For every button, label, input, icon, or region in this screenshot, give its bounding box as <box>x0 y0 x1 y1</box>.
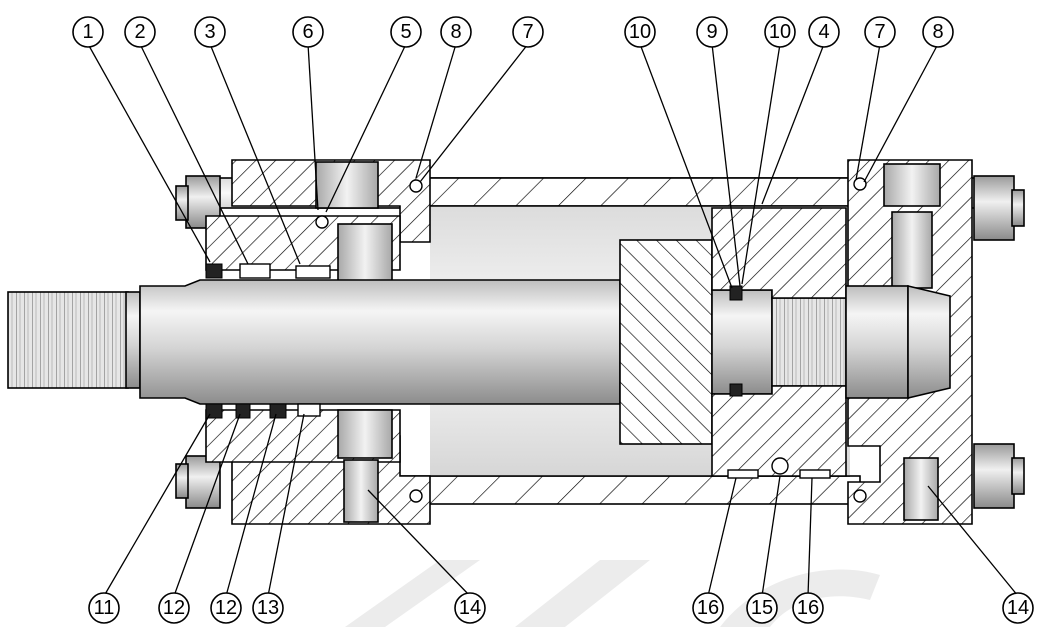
cushion-needle-rear <box>903 457 939 521</box>
cushion-needle-front <box>343 459 379 523</box>
svg-text:14: 14 <box>1007 597 1029 619</box>
svg-text:12: 12 <box>215 597 237 619</box>
callout-14a: 14 <box>454 592 486 624</box>
svg-text:13: 13 <box>257 597 279 619</box>
svg-text:11: 11 <box>94 597 115 619</box>
callout-16a: 16 <box>692 592 724 624</box>
callout-10a: 10 <box>624 16 656 48</box>
svg-text:15: 15 <box>751 597 773 619</box>
callout-8b: 8 <box>922 16 954 48</box>
svg-text:7: 7 <box>874 21 885 43</box>
svg-text:3: 3 <box>204 21 215 43</box>
svg-text:7: 7 <box>522 21 533 43</box>
svg-text:16: 16 <box>697 597 719 619</box>
callout-6: 6 <box>292 16 324 48</box>
callout-11: 11 <box>88 592 120 624</box>
callout-7b: 7 <box>864 16 896 48</box>
callout-12b: 12 <box>210 592 242 624</box>
svg-text:14: 14 <box>459 597 481 619</box>
piston-rod <box>7 239 847 445</box>
svg-text:16: 16 <box>797 597 819 619</box>
svg-text:1: 1 <box>82 21 93 43</box>
svg-text:10: 10 <box>769 21 791 43</box>
svg-text:10: 10 <box>629 21 651 43</box>
callouts-top: 1 2 3 6 5 8 7 10 9 10 4 7 8 <box>72 16 954 48</box>
callout-12a: 12 <box>158 592 190 624</box>
callout-9: 9 <box>696 16 728 48</box>
callout-13: 13 <box>252 592 284 624</box>
callout-14b: 14 <box>1002 592 1034 624</box>
seal-markers <box>205 177 867 503</box>
piston <box>711 207 951 477</box>
svg-text:12: 12 <box>163 597 185 619</box>
callout-10b: 10 <box>764 16 796 48</box>
svg-text:2: 2 <box>134 21 145 43</box>
callout-15: 15 <box>746 592 778 624</box>
svg-text:9: 9 <box>706 21 717 43</box>
callout-2: 2 <box>124 16 156 48</box>
callout-7a: 7 <box>512 16 544 48</box>
tie-rod-nut-right-top <box>973 175 1025 241</box>
front-head <box>205 159 431 525</box>
svg-text:8: 8 <box>932 21 943 43</box>
svg-text:5: 5 <box>400 21 411 43</box>
callout-8a: 8 <box>440 16 472 48</box>
callout-5: 5 <box>390 16 422 48</box>
svg-text:6: 6 <box>302 21 313 43</box>
svg-text:8: 8 <box>450 21 461 43</box>
tie-rod-nut-left-bottom <box>175 455 221 509</box>
tie-rod-nut-right-bottom <box>973 443 1025 509</box>
callout-4: 4 <box>808 16 840 48</box>
callout-3: 3 <box>194 16 226 48</box>
callout-16b: 16 <box>792 592 824 624</box>
leader-lines <box>87 43 1019 597</box>
svg-text:4: 4 <box>818 21 829 43</box>
callout-1: 1 <box>72 16 104 48</box>
callouts-bottom: 11 12 12 13 14 16 15 16 14 <box>88 592 1034 624</box>
